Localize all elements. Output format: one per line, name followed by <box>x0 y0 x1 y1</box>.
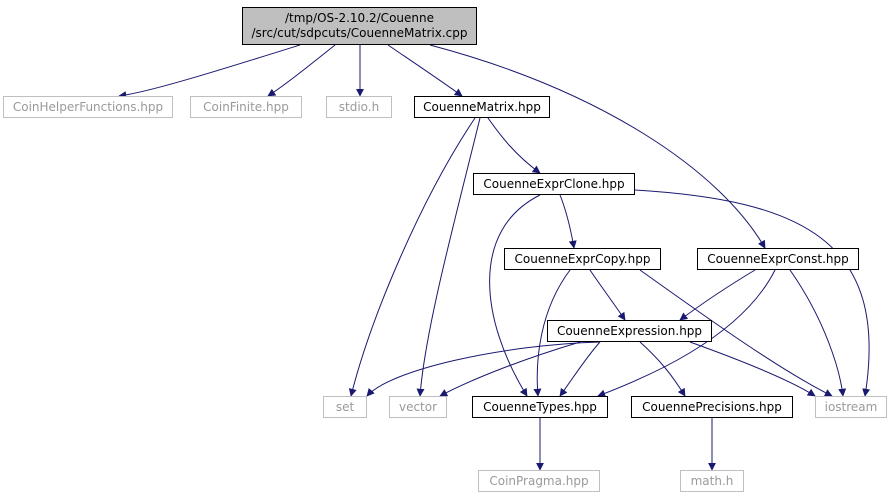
node-label: CouenneMatrix.hpp <box>423 99 541 114</box>
node-math-h: math.h <box>680 470 744 492</box>
node-coinhelperfunctions-hpp: CoinHelperFunctions.hpp <box>3 96 173 118</box>
node-couenneexprcopy-hpp[interactable]: CouenneExprCopy.hpp <box>504 248 661 270</box>
edge-root-to-coin-helper <box>118 44 301 100</box>
node-label: iostream <box>824 399 878 414</box>
node-label: CouenneExprConst.hpp <box>707 251 849 266</box>
edge-expr-clone-to-iostream <box>634 189 871 397</box>
node-label: set <box>335 399 355 414</box>
node-label: CoinHelperFunctions.hpp <box>12 99 164 114</box>
edge-expr-clone-to-types <box>489 194 541 397</box>
edge-couenne-matrix-to-vector <box>416 117 481 397</box>
edge-expression-to-precisions <box>639 341 686 397</box>
node-couenneexpression-hpp[interactable]: CouenneExpression.hpp <box>547 320 712 342</box>
edge-couenne-matrix-to-set <box>348 117 476 397</box>
node-label: CouenneExprCopy.hpp <box>514 251 651 266</box>
edge-couenne-matrix-to-expr-clone <box>487 117 541 174</box>
node-label: CouennePrecisions.hpp <box>642 399 782 414</box>
node-set: set <box>323 396 367 418</box>
edge-expr-copy-to-types <box>533 269 571 397</box>
edge-expression-to-vector <box>439 341 581 397</box>
node-couenneprecisions-hpp[interactable]: CouennePrecisions.hpp <box>631 396 793 418</box>
node-label: CouenneExprClone.hpp <box>483 176 625 191</box>
node-coinpragma-hpp: CoinPragma.hpp <box>478 470 600 492</box>
node-coinfinite-hpp: CoinFinite.hpp <box>190 96 302 118</box>
edge-expression-to-iostream <box>689 341 816 397</box>
node-couenneexprclone-hpp[interactable]: CouenneExprClone.hpp <box>473 173 635 195</box>
node-label: vector <box>398 399 438 414</box>
node-couennematrix-hpp[interactable]: CouenneMatrix.hpp <box>414 96 550 118</box>
edge-expr-const-to-types <box>597 269 776 398</box>
node-label: CouenneExpression.hpp <box>556 323 703 338</box>
node-stdio-h: stdio.h <box>326 96 392 118</box>
edge-root-to-couenne-matrix <box>387 44 463 97</box>
node-couennetypes-hpp[interactable]: CouenneTypes.hpp <box>472 396 608 418</box>
node-label: math.h <box>690 473 734 488</box>
root-path-line-2: /src/cut/sdpcuts/CouenneMatrix.cpp <box>251 26 468 40</box>
edge-expr-copy-to-expression <box>589 269 626 321</box>
node-label: stdio.h <box>338 99 380 114</box>
edge-expression-to-set <box>366 341 601 397</box>
edge-expr-const-to-iostream <box>789 269 847 397</box>
edge-expr-const-to-expression <box>679 269 756 321</box>
root-path-line-1: /tmp/OS-2.10.2/Couenne <box>284 11 434 25</box>
node-iostream: iostream <box>815 396 887 418</box>
node-couenneexprconst-hpp[interactable]: CouenneExprConst.hpp <box>697 248 859 270</box>
node-label: CoinFinite.hpp <box>203 99 289 114</box>
edge-expr-copy-to-iostream <box>639 269 833 397</box>
edge-root-to-expr-const <box>429 44 766 249</box>
node-root-couennematrix-cpp: /tmp/OS-2.10.2/Couenne /src/cut/sdpcuts/… <box>242 7 477 45</box>
node-label: CouenneTypes.hpp <box>483 399 597 414</box>
node-vector: vector <box>389 396 447 418</box>
edge-expr-clone-to-expr-copy <box>559 194 577 249</box>
edge-expression-to-types <box>559 341 601 397</box>
node-label: CoinPragma.hpp <box>489 473 589 488</box>
edge-root-to-coin-finite <box>267 44 336 97</box>
